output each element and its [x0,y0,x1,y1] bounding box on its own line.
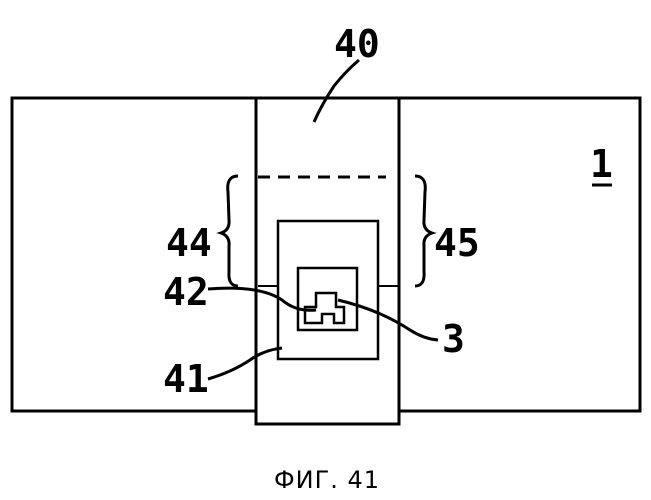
label-42: 42 [163,270,209,314]
label-45: 45 [434,221,480,265]
label-40: 40 [334,22,380,66]
label-3: 3 [442,317,465,361]
brace-45 [415,176,432,286]
brace-44 [221,176,238,286]
figure-caption: ФИГ. 41 [274,466,380,494]
label-44: 44 [166,221,212,265]
label-41: 41 [163,357,209,401]
label-1: 1 [590,142,613,186]
